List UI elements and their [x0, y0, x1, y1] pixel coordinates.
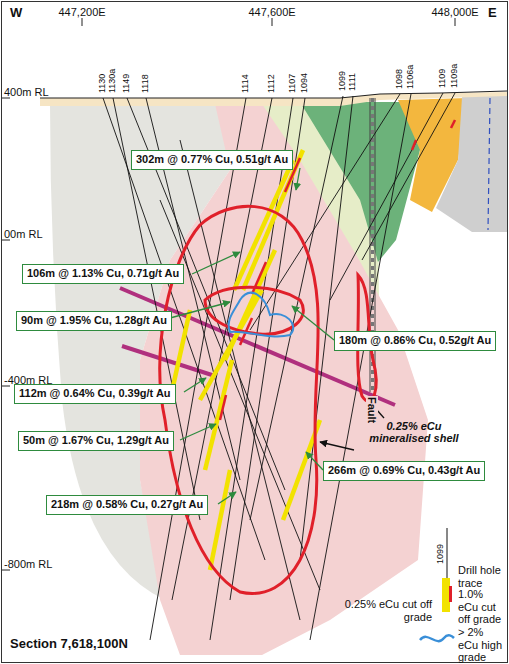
intercept-callout: 50m @ 1.67% Cu, 1.29g/t Au — [18, 431, 174, 451]
compass-label: W — [10, 6, 22, 20]
shell-label: 0.25% eCu mineralised shell — [358, 420, 470, 444]
elevation-label: 00m RL — [4, 228, 43, 240]
drill-hole-id: 1109a — [450, 64, 460, 88]
drill-hole-id: 1111 — [348, 73, 358, 91]
legend-text: 1.0% eCu cut off grade — [458, 588, 504, 626]
intercept-text: 302m @ 0.77% Cu, 0.51g/t Au — [136, 153, 288, 167]
intercept-text: 106m @ 1.13% Cu, 0.71g/t Au — [27, 267, 179, 281]
callout-leader — [170, 168, 334, 504]
drill-hole-id: 1149 — [122, 74, 132, 93]
intercept-callout: 302m @ 0.77% Cu, 0.51g/t Au — [131, 150, 293, 170]
easting-label: 447,600E — [249, 6, 296, 18]
intercept-callout: 218m @ 0.58% Cu, 0.27g/t Au — [46, 495, 208, 515]
intercept-callout: 180m @ 0.86% Cu, 0.52g/t Au — [334, 331, 496, 351]
legend-sample — [420, 635, 454, 641]
drill-hole-id: 1109 — [438, 69, 448, 88]
drill-hole-id: 1130a — [108, 69, 118, 93]
intercept-callout: 266m @ 0.69% Cu, 0.43g/t Au — [323, 461, 485, 481]
legend-sample — [449, 586, 452, 602]
drill-hole-id: 1099 — [338, 71, 348, 91]
intercept-text: 90m @ 1.95% Cu, 1.28g/t Au — [21, 314, 167, 328]
intercept-text: 50m @ 1.67% Cu, 1.29g/t Au — [23, 434, 169, 448]
intercept-text: 112m @ 0.64% Cu, 0.39g/t Au — [19, 387, 171, 401]
intercept-text: 218m @ 0.58% Cu, 0.27g/t Au — [51, 498, 203, 512]
drill-hole-id: 1098 — [395, 69, 405, 89]
easting-label: 448,000E — [432, 6, 479, 18]
drill-hole-id: 1099 — [436, 544, 446, 564]
porphyry-unit — [140, 104, 428, 655]
drill-hole-id: 1118 — [141, 74, 151, 93]
fault-label: Fault — [366, 396, 378, 424]
intercept-callout: 106m @ 1.13% Cu, 0.71g/t Au — [22, 264, 184, 284]
grid-ticks — [2, 18, 455, 570]
high-grade-zone — [229, 293, 294, 337]
drill-hole-id: 1107 — [288, 74, 298, 93]
drill-hole-id: 1094 — [300, 73, 310, 93]
compass-label: E — [488, 6, 497, 20]
easting-label: 447,200E — [59, 6, 106, 18]
mineralised-shell — [160, 206, 376, 593]
drill-trace — [103, 93, 455, 640]
intercept-text: 180m @ 0.86% Cu, 0.52g/t Au — [339, 334, 491, 348]
contact — [488, 98, 490, 230]
intercept-callout: 112m @ 0.64% Cu, 0.39g/t Au — [14, 384, 176, 404]
elevation-label: -400m RL — [4, 374, 52, 386]
intercept-callout: 90m @ 1.95% Cu, 1.28g/t Au — [16, 311, 172, 331]
grey-right-unit — [436, 93, 507, 232]
elevation-label: 400m RL — [4, 86, 49, 98]
drill-hole-id: 1130 — [98, 74, 108, 93]
legend-text: > 2% eCu high grade zone — [458, 626, 504, 664]
legend-sample — [442, 578, 450, 612]
elevation-label: -800m RL — [4, 558, 52, 570]
drill-hole-id: 1114 — [241, 74, 251, 93]
legend-text: Drill hole trace — [458, 564, 504, 589]
intercept-text: 266m @ 0.69% Cu, 0.43g/t Au — [328, 464, 480, 478]
drill-hole-id: 1112 — [267, 74, 277, 93]
section-title: Section 7,618,100N — [10, 636, 128, 651]
drill-hole-id: 1106a — [406, 65, 416, 89]
legend-text: 0.25% eCu cut off grade — [336, 598, 432, 623]
